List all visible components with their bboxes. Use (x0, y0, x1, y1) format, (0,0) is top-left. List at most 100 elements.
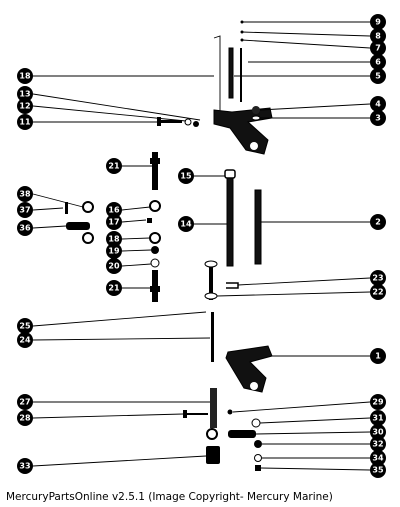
washer-32 (254, 440, 262, 448)
callout-28: 28 (17, 410, 33, 426)
washer-34 (254, 454, 262, 462)
rod-24 (211, 312, 214, 362)
svg-text:27: 27 (19, 398, 30, 407)
svg-text:8: 8 (375, 32, 381, 41)
callout-17: 17 (106, 214, 122, 230)
callout-37: 37 (17, 202, 33, 218)
bolt-11 (157, 117, 182, 126)
callout-5: 5 (370, 68, 386, 84)
svg-text:17: 17 (108, 218, 119, 227)
callout-32: 32 (370, 436, 386, 452)
svg-text:6: 6 (375, 58, 381, 67)
callout-19: 19 (106, 243, 122, 259)
callout-1: 1 (370, 348, 386, 364)
shaft-15-cap (224, 169, 236, 179)
coupler-22 (204, 260, 218, 300)
nut-29 (227, 409, 233, 415)
leader-lines (32, 21, 371, 471)
upper-spring-rod (228, 47, 234, 99)
svg-text:16: 16 (108, 206, 120, 215)
callout-4: 4 (370, 96, 386, 112)
svg-text:33: 33 (19, 462, 30, 471)
bushing-30-left (206, 428, 218, 440)
svg-text:28: 28 (19, 414, 31, 423)
bushing-38-lower (82, 232, 94, 244)
svg-text:11: 11 (19, 118, 31, 127)
svg-text:19: 19 (108, 247, 120, 256)
upper-bellcrank (213, 107, 273, 155)
stud-21-lower (150, 270, 160, 302)
svg-text:20: 20 (108, 262, 120, 271)
svg-text:38: 38 (19, 190, 31, 199)
nut-13 (193, 121, 199, 127)
shaft-14 (226, 177, 234, 267)
svg-text:36: 36 (19, 224, 31, 233)
block-33 (206, 446, 220, 464)
svg-text:4: 4 (375, 100, 381, 109)
callout-13: 13 (17, 86, 33, 102)
callout-34: 34 (370, 450, 386, 466)
svg-text:13: 13 (19, 90, 30, 99)
stud-35 (255, 465, 261, 471)
link-30 (228, 430, 256, 438)
callout-16: 16 (106, 202, 122, 218)
callout-24: 24 (17, 332, 33, 348)
pin-17 (147, 218, 152, 223)
svg-text:25: 25 (19, 322, 31, 331)
callout-18b: 18 (106, 231, 122, 247)
svg-text:31: 31 (372, 414, 384, 423)
callout-12: 12 (17, 98, 33, 114)
svg-text:2: 2 (375, 218, 381, 227)
callout-36: 36 (17, 220, 33, 236)
lower-bellcrank (225, 345, 273, 393)
svg-text:9: 9 (375, 18, 381, 27)
clip-23 (226, 282, 239, 289)
callout-22: 22 (370, 284, 386, 300)
callout-7: 7 (370, 40, 386, 56)
svg-text:24: 24 (19, 336, 31, 345)
svg-text:18: 18 (108, 235, 120, 244)
svg-text:23: 23 (372, 274, 383, 283)
rod-2 (254, 189, 262, 265)
svg-text:12: 12 (19, 102, 30, 111)
shaft-27 (210, 388, 217, 428)
svg-text:32: 32 (372, 440, 383, 449)
svg-text:21: 21 (108, 284, 120, 293)
washer-3 (251, 115, 261, 121)
callout-29: 29 (370, 394, 386, 410)
callout-21-lower: 21 (106, 280, 122, 296)
callout-14: 14 (178, 216, 194, 232)
washer-18 (149, 232, 161, 244)
svg-text:29: 29 (372, 398, 384, 407)
svg-text:14: 14 (180, 220, 192, 229)
callout-25: 25 (17, 318, 33, 334)
svg-text:30: 30 (372, 428, 384, 437)
callout-20: 20 (106, 258, 122, 274)
svg-text:15: 15 (180, 172, 192, 181)
callout-35: 35 (370, 462, 386, 478)
copyright-caption: MercuryPartsOnline v2.5.1 (Image Copyrig… (6, 491, 333, 503)
callout-38: 38 (17, 186, 33, 202)
callout-11: 11 (17, 114, 33, 130)
callout-3: 3 (370, 110, 386, 126)
link-36 (66, 222, 90, 230)
svg-text:3: 3 (375, 114, 381, 123)
svg-text:7: 7 (375, 44, 381, 53)
callout-9: 9 (370, 14, 386, 30)
callout-21-upper: 21 (106, 158, 122, 174)
exploded-parts-diagram: 9 8 7 6 5 4 3 18 13 12 11 21 15 38 16 37… (17, 14, 386, 478)
svg-text:1: 1 (375, 352, 381, 361)
callout-6: 6 (370, 54, 386, 70)
callout-23: 23 (370, 270, 386, 286)
pin-37 (65, 202, 68, 214)
svg-text:21: 21 (108, 162, 120, 171)
stud-21-upper (150, 152, 160, 190)
svg-text:35: 35 (372, 466, 384, 475)
bushing-38-upper (82, 201, 94, 213)
callout-30: 30 (370, 424, 386, 440)
washer-12 (184, 118, 192, 126)
svg-text:22: 22 (372, 288, 383, 297)
callout-15: 15 (178, 168, 194, 184)
callout-2: 2 (370, 214, 386, 230)
callout-33: 33 (17, 458, 33, 474)
